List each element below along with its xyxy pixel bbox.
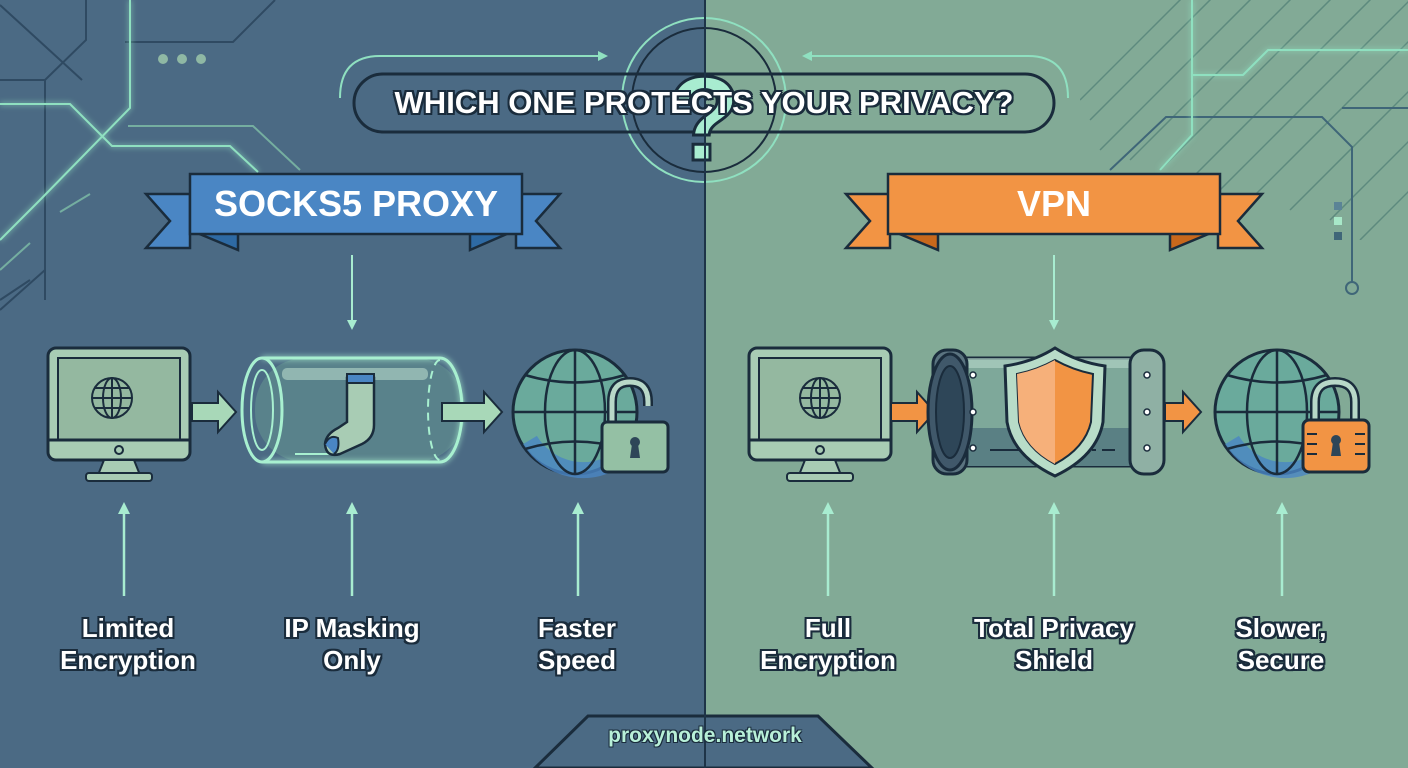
feature-faster-speed: Faster Speed	[467, 612, 687, 676]
feature-line: Full	[804, 613, 852, 643]
armored-tunnel-with-shield-icon	[926, 346, 1166, 478]
feature-line: Slower,	[1235, 613, 1327, 643]
computer-monitor-icon	[46, 346, 192, 482]
feature-line: Encryption	[60, 645, 196, 675]
center-divider	[704, 0, 706, 768]
feature-line: Shield	[1014, 645, 1093, 675]
feature-line: Encryption	[760, 645, 896, 675]
feature-limited-encryption: Limited Encryption	[18, 612, 238, 676]
computer-monitor-icon	[747, 346, 893, 482]
feature-line: Limited	[81, 613, 175, 643]
feature-ip-masking: IP Masking Only	[242, 612, 462, 676]
feature-line: Faster	[537, 613, 617, 643]
feature-line: Speed	[537, 645, 617, 675]
vpn-flow	[747, 346, 1371, 482]
feature-slower-secure: Slower, Secure	[1171, 612, 1391, 676]
page-title: WHICH ONE PROTECTS YOUR PRIVACY?	[394, 85, 1014, 120]
sock-in-glass-tunnel-icon	[240, 356, 465, 464]
globe-with-open-padlock-icon	[511, 348, 670, 479]
vpn-banner-label: VPN	[1016, 183, 1092, 224]
feature-line: IP Masking	[284, 613, 420, 643]
title-banner: WHICH ONE PROTECTS YOUR PRIVACY?	[352, 72, 1056, 134]
footer-domain: proxynode.network	[608, 724, 802, 747]
feature-line: Secure	[1237, 645, 1325, 675]
feature-full-encryption: Full Encryption	[718, 612, 938, 676]
socks5-flow	[46, 346, 670, 482]
feature-line: Only	[323, 645, 381, 675]
feature-line: Total Privacy	[974, 613, 1134, 643]
socks5-banner-label: SOCKS5 PROXY	[213, 183, 499, 224]
globe-with-locked-padlock-icon	[1213, 348, 1371, 479]
feature-total-privacy-shield: Total Privacy Shield	[944, 612, 1164, 676]
